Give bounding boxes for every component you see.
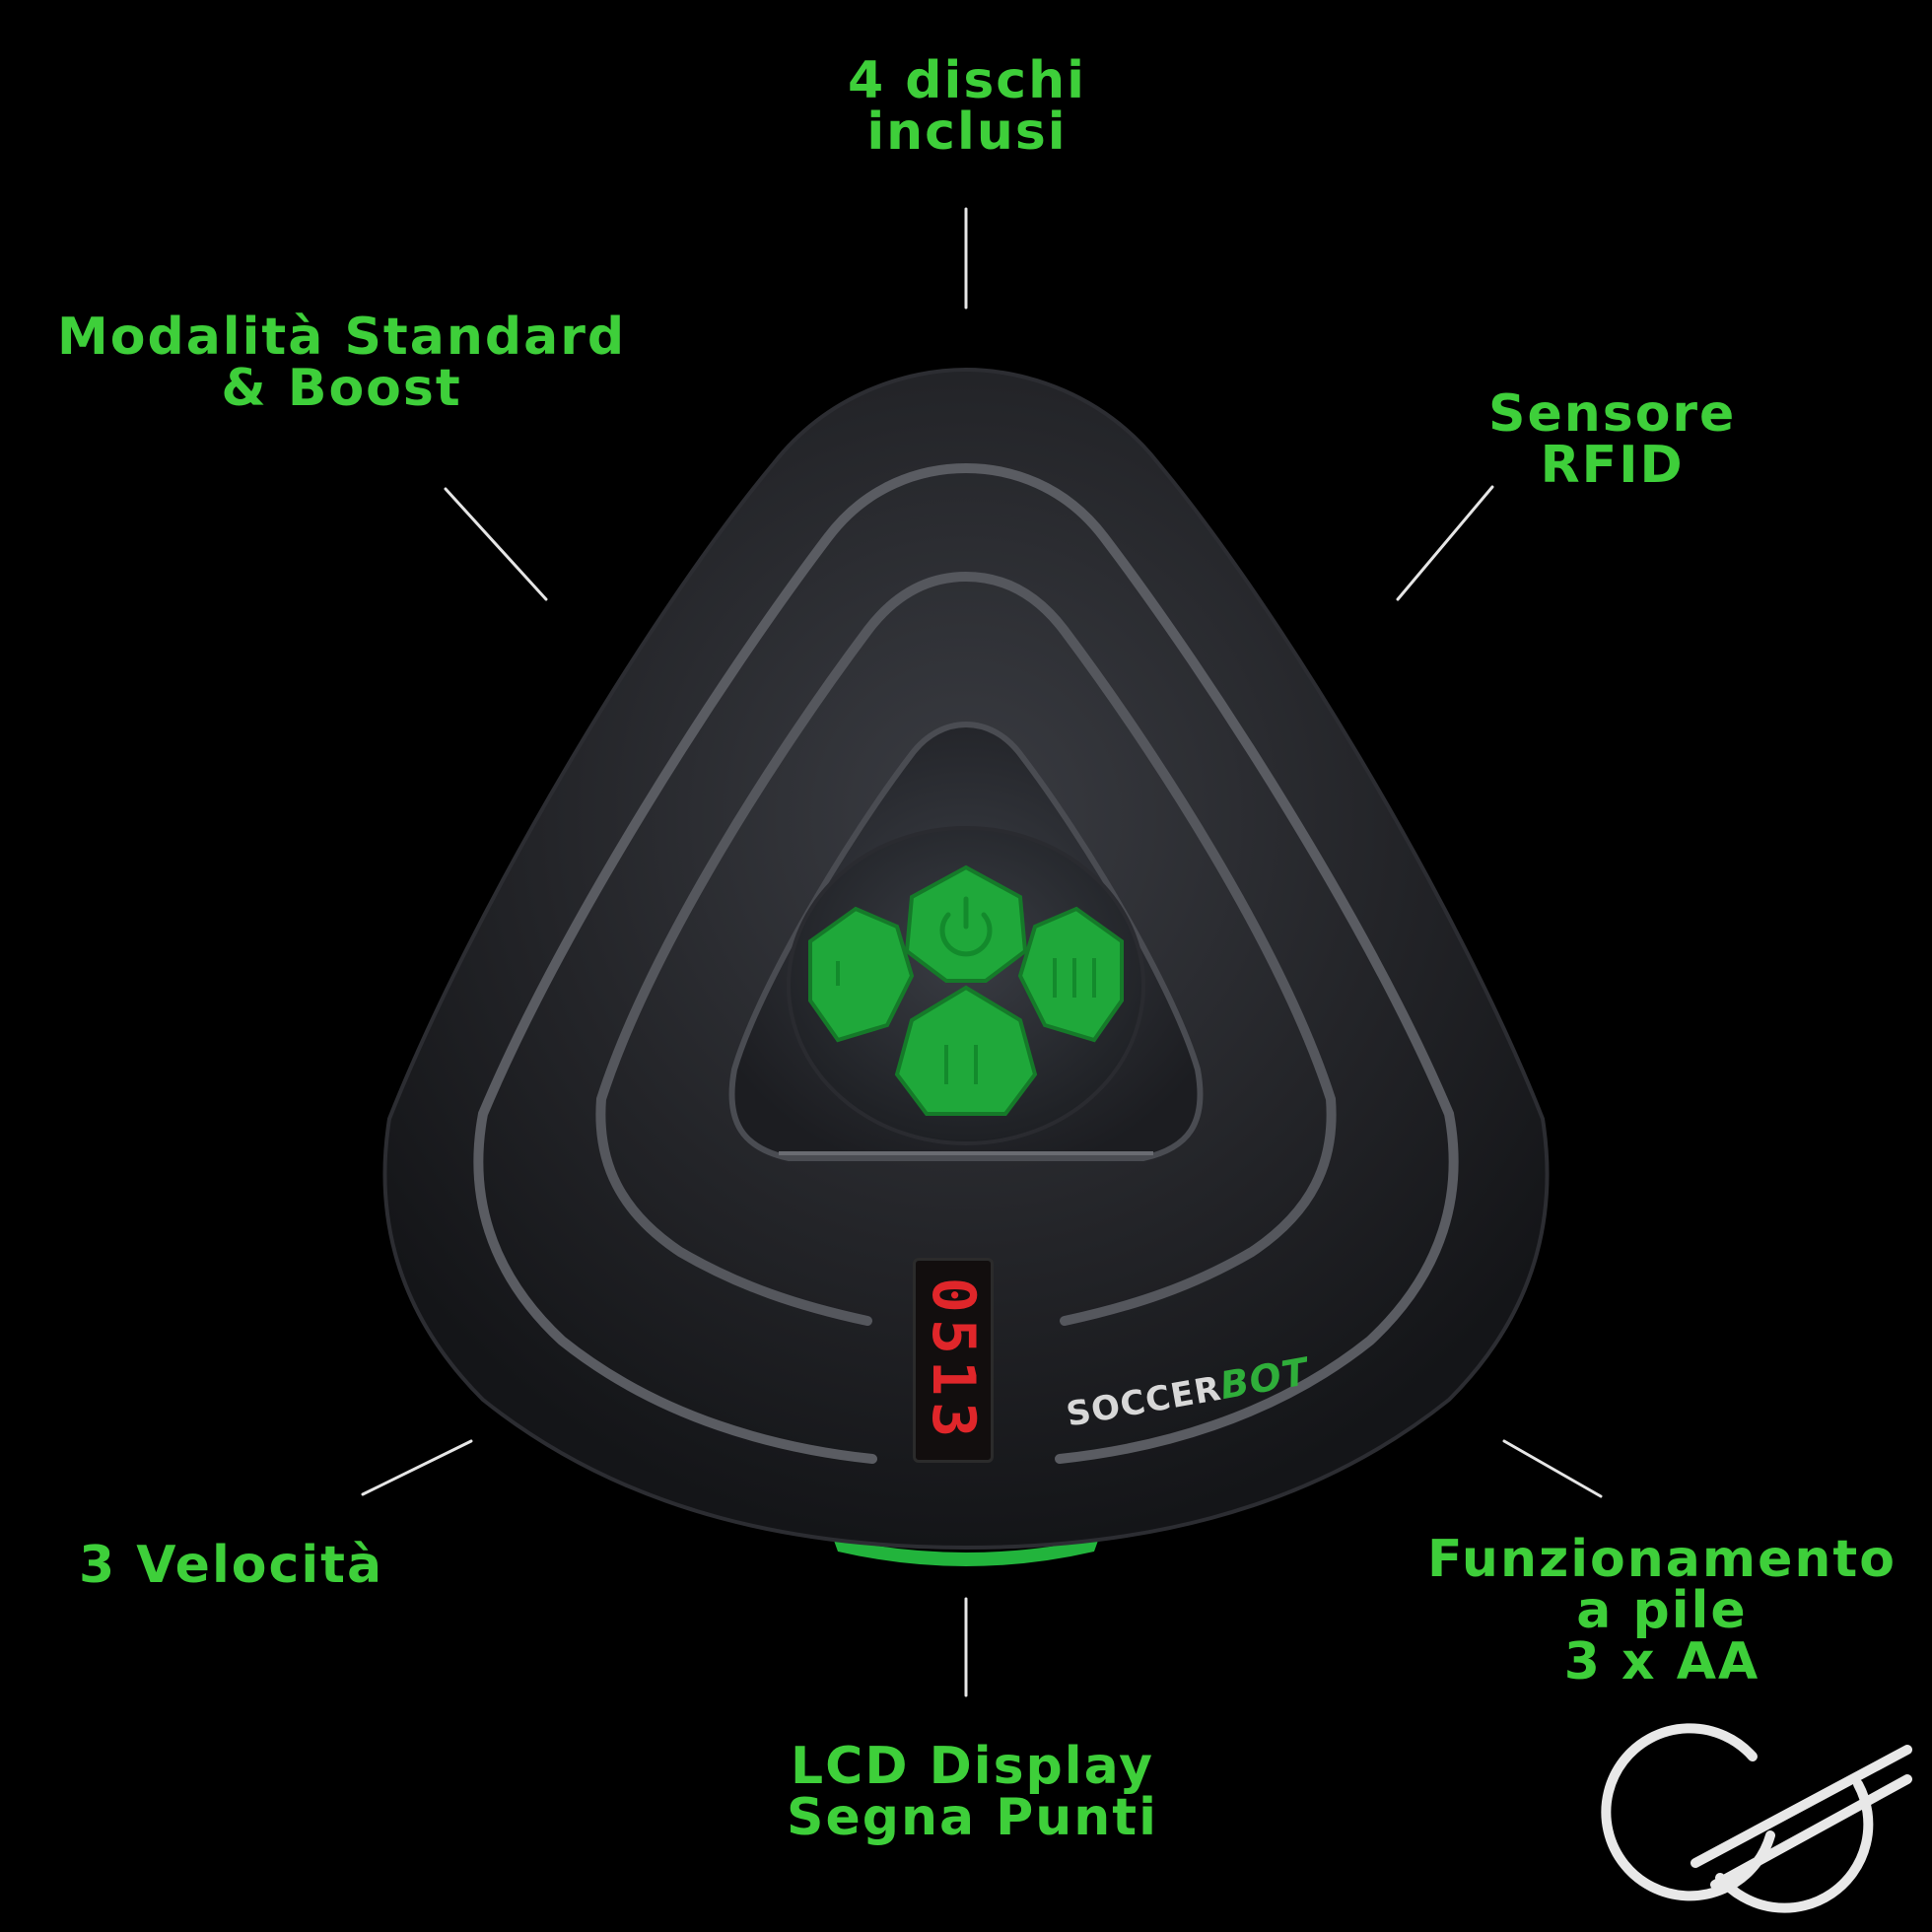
label-sensor-line2: RFID (1540, 436, 1685, 495)
speed-3-icon (1053, 958, 1096, 998)
label-modes-line1: Modalità Standard (57, 308, 627, 367)
score-value: 0513 (919, 1276, 988, 1444)
inner-groove (595, 572, 1337, 1326)
label-discs-line2: inclusi (866, 103, 1068, 162)
base-green-strip (833, 1538, 1099, 1566)
lcd-scoreboard: 0513 (913, 1258, 994, 1463)
connector-sensor (1396, 485, 1494, 601)
label-speeds: 3 Velocità (79, 1540, 383, 1591)
control-buttons (808, 864, 1124, 1116)
label-modes: Modalità Standard & Boost (57, 311, 626, 414)
speed-2-button[interactable] (894, 985, 1038, 1116)
power-icon (939, 896, 993, 957)
outer-groove (473, 463, 1459, 1464)
label-battery-line2: a pile (1576, 1581, 1748, 1640)
label-discs: 4 dischi inclusi (848, 55, 1086, 158)
label-sensor-line1: Sensore (1488, 384, 1737, 444)
speed-3-button[interactable] (1017, 906, 1124, 1043)
label-modes-line2: & Boost (221, 359, 462, 418)
label-battery-line3: 3 x AA (1563, 1632, 1760, 1691)
connector-speeds (361, 1439, 473, 1496)
corner-logo-icon (1601, 1723, 1912, 1913)
label-discs-line1: 4 dischi (848, 51, 1086, 110)
label-sensor: Sensore RFID (1488, 388, 1736, 491)
speed-2-icon (944, 1045, 978, 1084)
connector-battery (1502, 1439, 1603, 1498)
speed-1-button[interactable] (808, 906, 915, 1043)
label-battery: Funzionamento a pile 3 x AA (1427, 1534, 1897, 1688)
label-battery-line1: Funzionamento (1427, 1530, 1897, 1589)
label-display-line2: Segna Punti (787, 1788, 1158, 1847)
label-speeds-line1: 3 Velocità (79, 1536, 384, 1595)
label-display: LCD Display Segna Punti (787, 1741, 1158, 1843)
label-display-line1: LCD Display (791, 1737, 1154, 1796)
connector-modes (444, 487, 548, 601)
